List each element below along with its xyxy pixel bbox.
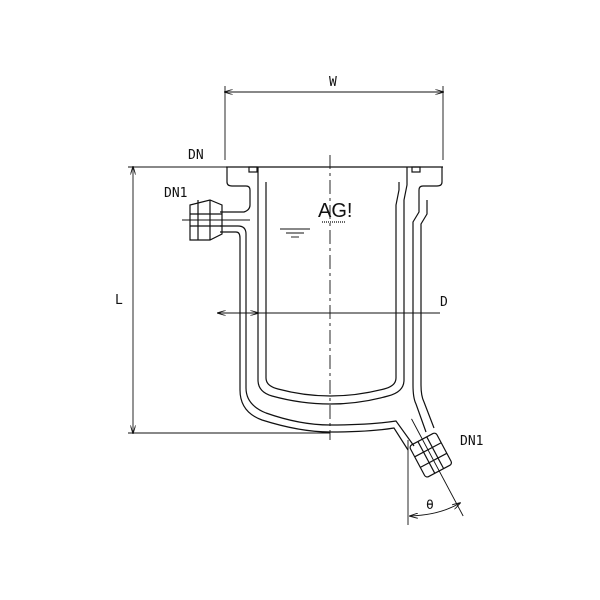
- diameter-dimension: D: [218, 295, 448, 313]
- side-nozzle-label: DN1: [164, 186, 187, 201]
- bottom-nozzle-label: DN1: [460, 434, 483, 449]
- length-dimension: L: [115, 167, 330, 433]
- outer-jacket: [220, 200, 435, 451]
- flange-label: DN: [188, 148, 204, 163]
- bottom-nozzle: [409, 418, 464, 517]
- liquid-level-icon: [280, 228, 310, 238]
- angle-label: θ: [426, 498, 434, 513]
- width-label: W: [329, 75, 337, 90]
- width-dimension: W: [225, 75, 443, 160]
- diameter-label: D: [440, 295, 448, 310]
- side-nozzle: DN1: [164, 186, 250, 241]
- angle-dimension: θ: [407, 440, 460, 525]
- length-label: L: [115, 293, 123, 308]
- inner-vessel: [257, 167, 408, 405]
- logo: AG!: [318, 200, 352, 222]
